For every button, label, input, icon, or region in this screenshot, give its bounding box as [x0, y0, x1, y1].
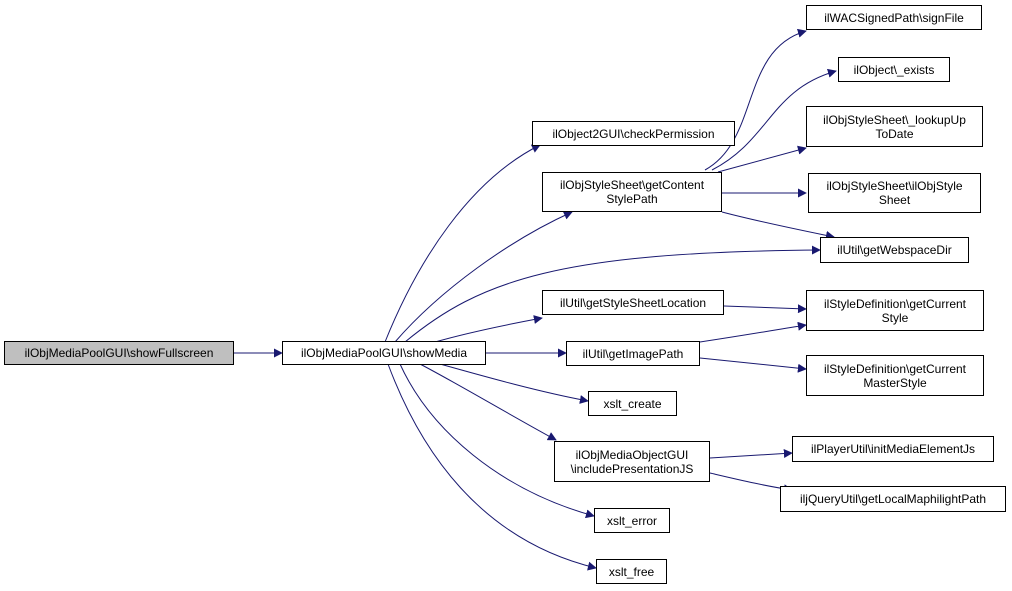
node-initMediaElementJs[interactable]: ilPlayerUtil\initMediaElementJs — [792, 436, 994, 462]
node-showFullscreen: ilObjMediaPoolGUI\showFullscreen — [4, 341, 234, 365]
node-checkPermission[interactable]: ilObject2GUI\checkPermission — [532, 121, 735, 146]
edge-showMedia-checkPermission — [384, 144, 541, 343]
node-includePresentationJS[interactable]: ilObjMediaObjectGUI \includePresentation… — [554, 441, 710, 482]
node-xslt_error[interactable]: xslt_error — [594, 508, 670, 533]
node-getLocalMaphilightPath[interactable]: iljQueryUtil\getLocalMaphilightPath — [780, 486, 1006, 512]
node-xslt_free[interactable]: xslt_free — [596, 559, 667, 584]
edge-showMedia-xslt_free — [387, 363, 597, 571]
edge-getStyleSheetLocation-getCurrentStyle — [723, 304, 807, 314]
node-showMedia[interactable]: ilObjMediaPoolGUI\showMedia — [282, 341, 486, 365]
node-getContentStylePath[interactable]: ilObjStyleSheet\getContent StylePath — [542, 172, 722, 212]
node-getCurrentStyle[interactable]: ilStyleDefinition\getCurrent Style — [806, 290, 984, 331]
node-ilObjStyleSheet[interactable]: ilObjStyleSheet\ilObjStyle Sheet — [808, 173, 981, 213]
edge-showMedia-getContentStylePath — [394, 211, 573, 343]
node-xslt_create[interactable]: xslt_create — [588, 391, 677, 416]
node-getImagePath[interactable]: ilUtil\getImagePath — [566, 341, 700, 366]
edge-getImagePath-getCurrentMasterStyle — [699, 357, 807, 373]
edge-showMedia-xslt_error — [399, 363, 595, 519]
edge-showMedia-xslt_create — [439, 363, 589, 404]
node-getCurrentMasterStyle[interactable]: ilStyleDefinition\getCurrent MasterStyle — [806, 355, 984, 396]
edge-showMedia-getStyleSheetLocation — [434, 315, 543, 343]
edge-getImagePath-getCurrentStyle — [699, 321, 807, 343]
edge-getContentStylePath-lookupUpToDate — [717, 145, 807, 173]
node-lookupUpToDate[interactable]: ilObjStyleSheet\_lookupUp ToDate — [806, 106, 983, 147]
node-signFile[interactable]: ilWACSignedPath\signFile — [806, 5, 982, 30]
edge-includePresentationJS-initMediaElementJs — [709, 449, 793, 459]
edge-showMedia-getWebspaceDir — [404, 245, 821, 343]
node-exists[interactable]: ilObject\_exists — [838, 57, 950, 82]
edge-getContentStylePath-signFile — [704, 28, 807, 171]
node-getStyleSheetLocation[interactable]: ilUtil\getStyleSheetLocation — [542, 290, 724, 315]
edge-getContentStylePath-exists — [711, 68, 837, 171]
edge-getContentStylePath-getWebspaceDir — [721, 211, 835, 240]
edge-showMedia-includePresentationJS — [419, 363, 557, 441]
node-getWebspaceDir[interactable]: ilUtil\getWebspaceDir — [820, 237, 969, 263]
